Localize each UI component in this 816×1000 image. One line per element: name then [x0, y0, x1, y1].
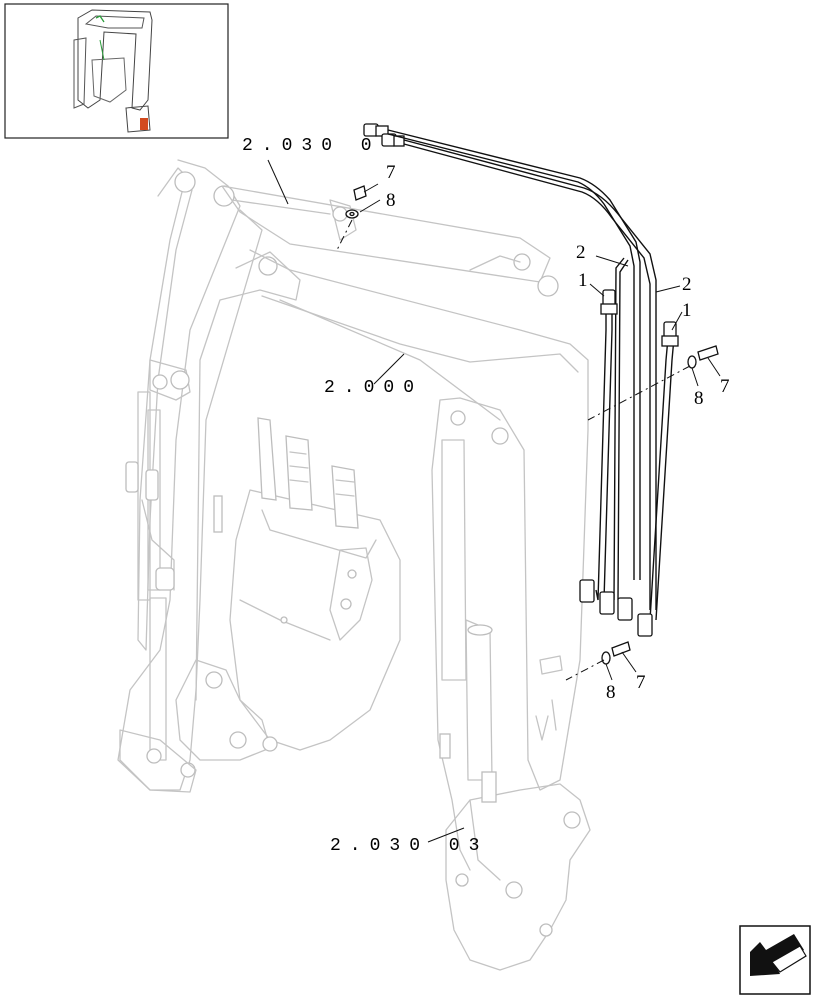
bolt-washer-top: [345, 185, 367, 219]
overview-thumbnail[interactable]: [4, 3, 229, 139]
bolt-washer-low: [601, 641, 631, 665]
alignment-lines: [335, 219, 691, 681]
hydraulic-hoses: [595, 289, 679, 621]
callout-washer-mid: 8: [694, 388, 704, 409]
bolt-washer-mid: [687, 345, 719, 369]
bottom-fittings: [579, 579, 653, 637]
callout-bolt-low: 7: [636, 672, 646, 693]
reference-top-section: 2.030 0: [242, 136, 381, 156]
steel-pipes: [387, 129, 657, 610]
section-references: 2.030 0 2.000 2.030 03: [242, 136, 488, 856]
callouts: 7 8 2 1 2 1 7 8 7 8: [386, 162, 730, 703]
excavator-thumbnail-icon: [73, 9, 153, 133]
callout-hose-left: 1: [578, 270, 588, 291]
callout-hose-right: 1: [682, 300, 692, 321]
reference-bottom-section: 2.030 03: [330, 836, 488, 856]
top-pipe-fittings: [363, 123, 405, 147]
callout-bolt-mid: 7: [720, 376, 730, 397]
callout-pipe-left: 2: [576, 242, 586, 263]
leader-lines: [267, 159, 721, 843]
callout-bolt-top: 7: [386, 162, 396, 183]
boom-structure: [117, 159, 591, 971]
callout-washer-low: 8: [606, 682, 616, 703]
reference-boom-section: 2.000: [324, 378, 423, 398]
callout-pipe-right: 2: [682, 274, 692, 295]
callout-washer-top: 8: [386, 190, 396, 211]
next-page-arrow-icon[interactable]: [739, 925, 811, 995]
